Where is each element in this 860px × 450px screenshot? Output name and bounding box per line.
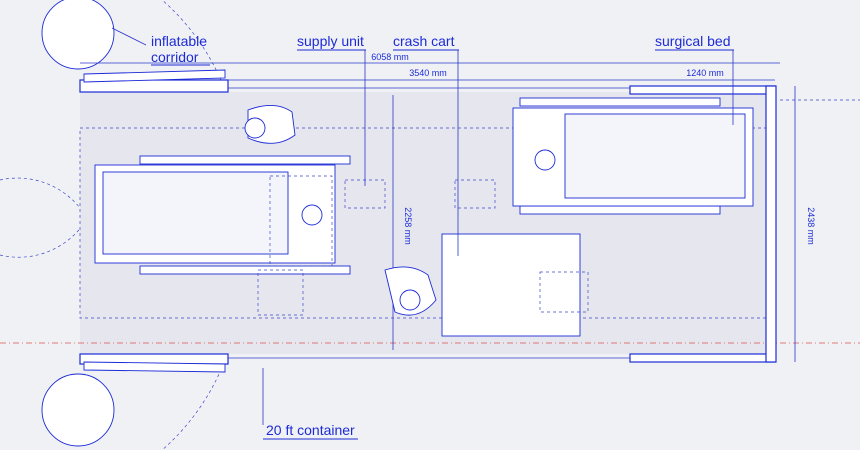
patient-head-left [301,204,323,226]
label-supply-unit: supply unit [297,33,364,49]
inflatable-corridor-bottom [41,373,115,447]
door-swing-bottom [161,359,226,450]
dim-overall-length: 6058 mm [371,52,409,62]
dim-interior-width: 2258 mm [403,207,413,245]
wall-bottom-right [629,353,776,363]
staff-head-bottom [399,289,421,311]
door-swing-left [0,177,86,216]
bed-rail-top-left [139,155,351,165]
label-corridor: corridor [151,49,199,65]
leader-corridor [111,27,147,46]
bed-sheet-right [564,113,746,199]
floor-marking-right [539,271,589,313]
crash-cart [441,233,581,337]
dim-right-bay: 1240 mm [686,68,724,78]
inflatable-corridor-top [41,0,115,70]
bed-rail-top-right [519,97,721,107]
patient-head-right [534,149,556,171]
label-container: 20 ft container [266,422,355,438]
bed-sheet-left [102,171,289,255]
bed-rail-bottom-left [139,265,351,275]
supply-unit-2 [454,179,496,209]
bed-rail-bottom-right [519,205,721,215]
door-leaf-top [83,69,226,83]
label-crash-cart: crash cart [393,33,455,49]
label-surgical-bed: surgical bed [655,33,731,49]
bed-clearance-left [269,175,333,267]
staff-head-top [244,117,266,139]
wall-top-right [629,85,776,95]
floor-zone [79,127,776,319]
wall-end [765,85,777,363]
door-leaf-bottom [83,361,226,373]
dim-overall-width: 2438 mm [806,207,816,245]
label-inflatable: inflatable [151,33,207,49]
dim-interior-length: 3540 mm [409,68,447,78]
door-swing-left-2 [0,221,86,258]
floor-marking-left [257,269,304,316]
